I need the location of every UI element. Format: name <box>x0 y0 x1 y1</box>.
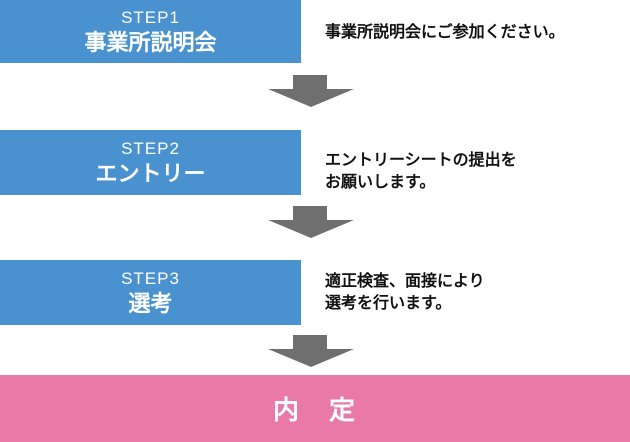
down-arrow-icon <box>268 335 354 367</box>
down-arrow-icon <box>268 75 354 107</box>
step3-box: STEP3 選考 <box>0 260 301 325</box>
step2-title: エントリー <box>95 160 206 186</box>
step2-box: STEP2 エントリー <box>0 130 301 195</box>
step1-label: STEP1 <box>121 7 180 27</box>
step3-description: 適正検査、面接により 選考を行います。 <box>325 273 485 312</box>
step1-title: 事業所説明会 <box>84 29 217 55</box>
step1-box: STEP1 事業所説明会 <box>0 0 301 63</box>
step3-label: STEP3 <box>121 268 180 288</box>
step1-description: 事業所説明会にご参加ください。 <box>325 24 565 41</box>
step3-title: 選考 <box>128 290 173 316</box>
down-arrow-icon <box>268 206 354 238</box>
final-offer-title: 内 定 <box>272 395 357 425</box>
final-offer-box: 内 定 <box>0 375 630 442</box>
step2-label: STEP2 <box>121 138 180 158</box>
step2-description: エントリーシートの提出を お願いします。 <box>325 152 517 191</box>
